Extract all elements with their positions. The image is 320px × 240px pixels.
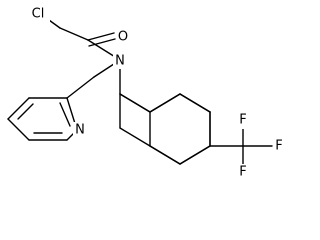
bond-benzene-7 — [149, 93, 181, 113]
pyridine-nitrogen-label-background — [73, 122, 87, 138]
fluorine-3-label-background — [237, 164, 249, 180]
chlorine-label-background — [26, 5, 50, 23]
bond-benzene-4 — [179, 145, 211, 165]
bond-py-inner-3 — [59, 102, 71, 127]
bond-py-c3-c4 — [7, 97, 30, 120]
bond-bz-c7-c1 — [119, 127, 151, 147]
bond-carbonyl-oxygen-1 — [87, 32, 115, 41]
fluorine-3-label: F — [239, 165, 246, 180]
bond-carbonyl-oxygen-2 — [88, 38, 116, 47]
bond-ch2-carbonyl — [59, 27, 89, 41]
fluorine-2-label: F — [275, 139, 282, 154]
bond-ch2-pyridine — [66, 76, 95, 99]
bond-benzene-3 — [149, 145, 181, 165]
oxygen-label-background — [116, 29, 130, 47]
bond-benzene-6 — [179, 93, 211, 113]
amide-nitrogen-label-background — [113, 53, 127, 69]
amide-nitrogen-label: N — [115, 54, 125, 69]
bond-benzene-1 — [119, 93, 151, 113]
bond-py-inner-1 — [17, 103, 34, 120]
oxygen-label: O — [118, 30, 128, 45]
pyridine-nitrogen-label: N — [75, 123, 85, 138]
bond-py-c4-c5 — [7, 118, 30, 141]
chlorine-label: Cl — [32, 7, 45, 22]
fluorine-1-label-background — [237, 113, 249, 129]
fluorine-1-label: F — [239, 113, 246, 128]
molecule-drawing: Cl O N N F F F — [7, 5, 285, 180]
fluorine-2-label-background — [273, 138, 285, 154]
structure-diagram: Cl O N N F F F — [7, 5, 285, 180]
